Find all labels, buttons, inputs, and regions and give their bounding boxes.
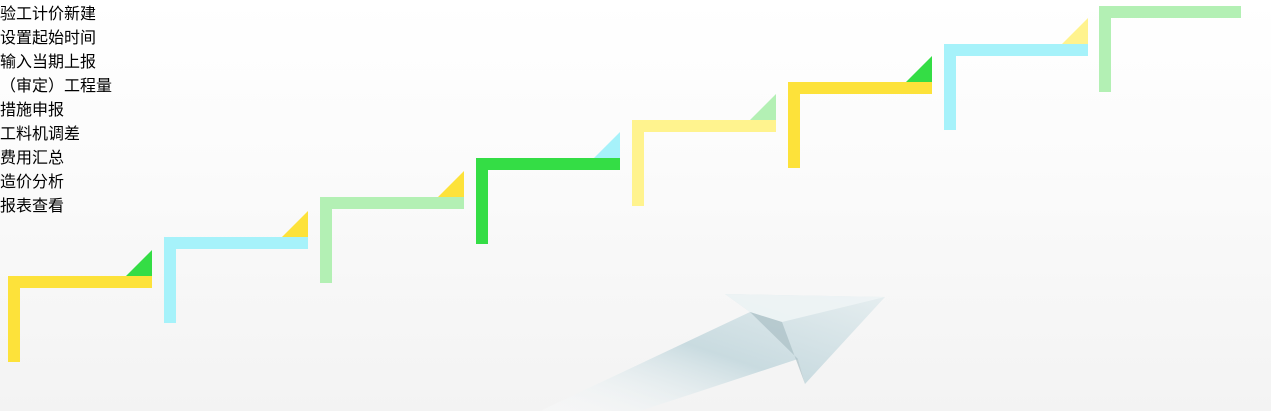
step-top-bar xyxy=(320,197,464,209)
step-corner-triangle xyxy=(1062,18,1088,44)
step-label: 报表查看 xyxy=(0,192,118,216)
step-corner-triangle xyxy=(438,171,464,197)
step-8 xyxy=(1099,6,1241,132)
step-corner-triangle xyxy=(282,211,308,237)
step-5 xyxy=(632,120,776,246)
step-side-bar xyxy=(8,276,20,362)
step-4 xyxy=(476,158,620,284)
step-side-bar xyxy=(476,158,488,244)
rising-arrow-icon xyxy=(520,280,920,411)
step-corner-triangle xyxy=(594,132,620,158)
step-2 xyxy=(164,237,308,363)
step-corner-triangle xyxy=(126,250,152,276)
step-label: 造价分析 xyxy=(0,168,118,192)
step-side-bar xyxy=(320,197,332,283)
step-1 xyxy=(8,276,152,402)
step-7 xyxy=(944,44,1088,170)
step-corner-triangle xyxy=(906,56,932,82)
step-top-bar xyxy=(632,120,776,132)
step-label: 设置起始时间 xyxy=(0,24,118,48)
step-6 xyxy=(788,82,932,208)
step-top-bar xyxy=(8,276,152,288)
step-label: 验工计价新建 xyxy=(0,0,118,24)
step-top-bar xyxy=(1099,6,1241,18)
step-label: 工料机调差 xyxy=(0,120,118,144)
step-3 xyxy=(320,197,464,323)
step-label: 费用汇总 xyxy=(0,144,118,168)
step-side-bar xyxy=(1099,6,1111,92)
step-side-bar xyxy=(164,237,176,323)
step-side-bar xyxy=(788,82,800,168)
step-side-bar xyxy=(944,44,956,130)
step-top-bar xyxy=(788,82,932,94)
step-top-bar xyxy=(476,158,620,170)
step-top-bar xyxy=(164,237,308,249)
step-side-bar xyxy=(632,120,644,206)
step-top-bar xyxy=(944,44,1088,56)
step-corner-triangle xyxy=(750,94,776,120)
step-label: 措施申报 xyxy=(0,96,118,120)
step-label: 输入当期上报（审定）工程量 xyxy=(0,48,118,96)
